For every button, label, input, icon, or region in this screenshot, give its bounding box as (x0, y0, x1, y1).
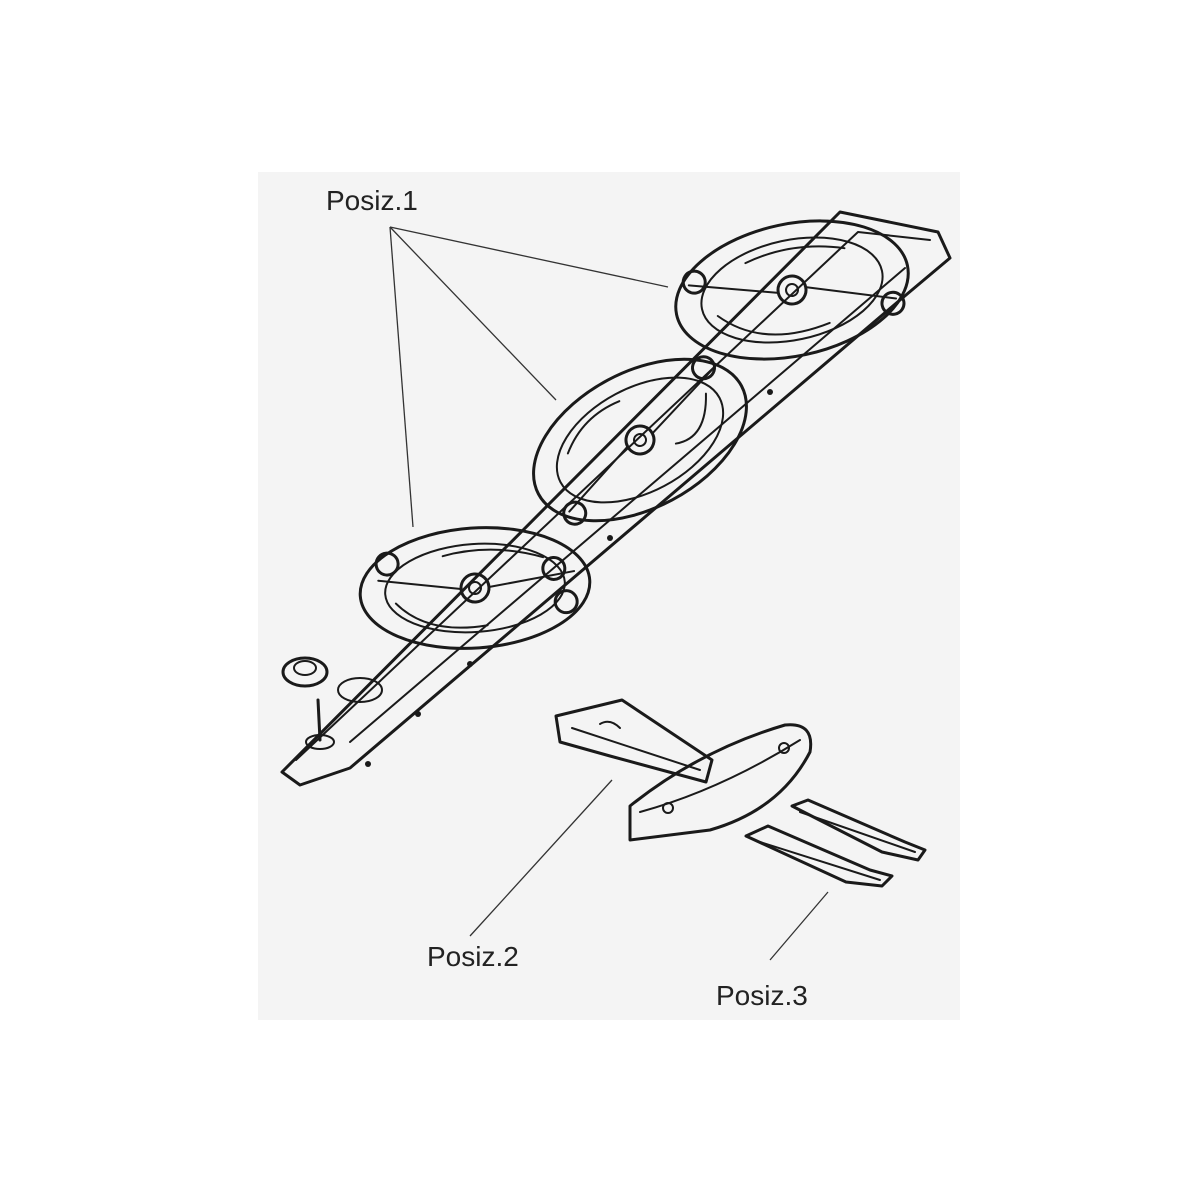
skid-plates-part (744, 798, 927, 888)
blade-holder-part (554, 698, 813, 842)
drawing-background (258, 172, 960, 1020)
leader-lines-pos1 (389, 226, 669, 528)
bar-rivets (365, 389, 773, 767)
cutting-disc-bottom (358, 526, 592, 650)
leader-line-pos2 (469, 779, 613, 937)
label-posiz-2: Posiz.2 (427, 941, 519, 972)
bar-oval-hole (337, 677, 383, 703)
label-posiz-3: Posiz.3 (716, 980, 808, 1011)
leader-line-pos3 (769, 891, 829, 961)
cutter-bar (280, 210, 952, 787)
bar-end-shaft (281, 656, 335, 750)
cutting-disc-top (674, 219, 910, 361)
label-posiz-1: Posiz.1 (326, 185, 418, 216)
cutting-disc-middle (532, 355, 748, 526)
